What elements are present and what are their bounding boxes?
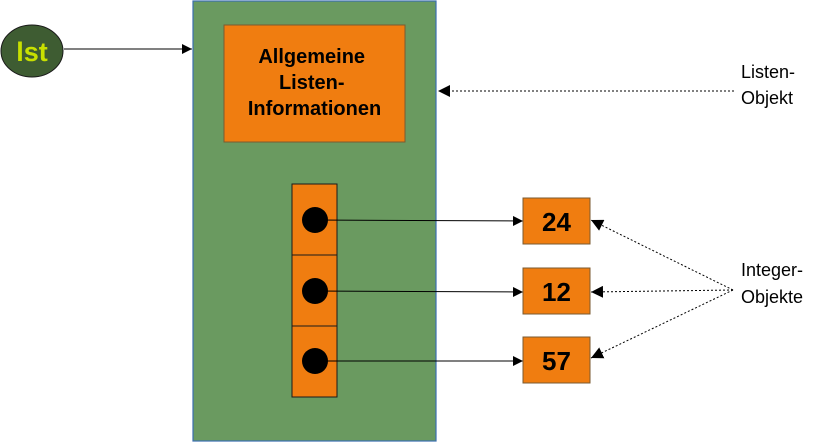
variable-ellipse: [0, 24, 64, 78]
pointer-arrow-2: [314, 286, 524, 297]
pointer-arrow-1: [314, 215, 524, 226]
integer-dotted-arrow-2: [590, 285, 734, 298]
integer-value-2: 12: [542, 277, 571, 307]
integer-box-3: [522, 336, 591, 384]
integer-objects-label: Integer- Objekte: [741, 260, 808, 307]
integer-objects-label-line-1: Integer-: [741, 260, 803, 280]
list-info-box: [223, 24, 406, 143]
integer-value-1: 24: [542, 207, 571, 237]
list-info-line-2: Listen-: [279, 72, 345, 94]
list-info-line-1: Allgemeine: [258, 46, 365, 68]
list-info-text: Allgemeine Listen- Informationen: [248, 46, 381, 120]
integer-objects-label-line-2: Objekte: [741, 287, 803, 307]
integer-dotted-arrow-3: [590, 289, 734, 359]
list-object-label-line-1: Listen-: [741, 62, 795, 82]
integer-box-2: [522, 267, 591, 315]
integer-dotted-arrow-1: [590, 219, 734, 291]
variable-name: lst: [16, 37, 48, 67]
integer-value-3: 57: [542, 346, 571, 376]
list-object-label: Listen- Objekt: [741, 62, 800, 108]
list-object-label-line-2: Objekt: [741, 88, 793, 108]
integer-box-1: [522, 197, 591, 245]
list-info-line-3: Informationen: [248, 98, 381, 120]
